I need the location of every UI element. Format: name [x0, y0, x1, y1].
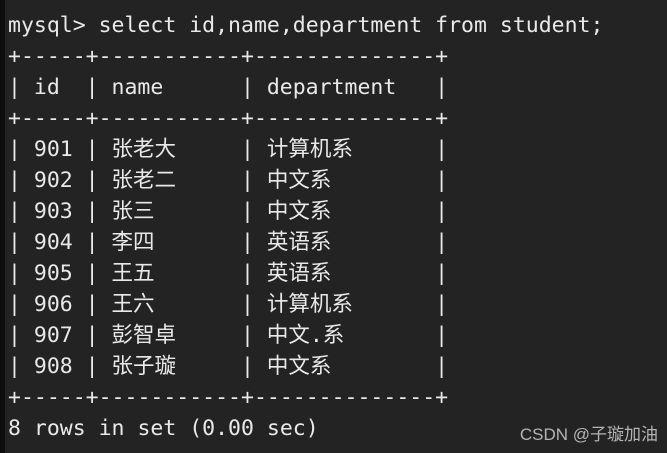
- cell-name: 李四: [111, 230, 155, 255]
- status-line: 8 rows in set (0.00 sec): [8, 416, 319, 441]
- table-border-header: +-----+-----------+--------------+: [8, 106, 449, 131]
- pipe-divider: |: [435, 75, 449, 100]
- pipe-divider: |: [85, 75, 99, 100]
- column-header-id: id: [33, 75, 60, 100]
- cell-id: 902: [33, 168, 73, 193]
- pipe-divider: |: [240, 75, 254, 100]
- cell-id: 907: [33, 323, 73, 348]
- pipe-divider: |: [8, 354, 21, 379]
- pipe-divider: |: [240, 199, 254, 224]
- terminal-window[interactable]: mysql> select id,name,department from st…: [5, 0, 667, 453]
- pipe-divider: |: [240, 261, 254, 286]
- pipe-divider: |: [85, 168, 99, 193]
- pipe-divider: |: [435, 261, 449, 286]
- table-row: | 908 | 张子璇 | 中文系 |: [8, 351, 667, 382]
- pipe-divider: |: [85, 354, 99, 379]
- pipe-divider: |: [240, 168, 254, 193]
- cell-department: 中文系: [266, 168, 332, 193]
- cell-id: 901: [33, 137, 73, 162]
- cell-department: 中文系: [266, 354, 332, 379]
- pipe-divider: |: [8, 168, 21, 193]
- column-header-name: name: [111, 75, 164, 100]
- cell-id: 904: [33, 230, 73, 255]
- pipe-divider: |: [435, 199, 449, 224]
- cell-name: 张老大: [111, 137, 177, 162]
- cell-id: 905: [33, 261, 73, 286]
- cell-id: 908: [33, 354, 73, 379]
- cell-id: 906: [33, 292, 73, 317]
- table-body: |901|张老大|计算机系||902|张老二|中文系||903|张三|中文系||…: [8, 134, 667, 382]
- pipe-divider: |: [435, 292, 449, 317]
- cell-name: 张三: [111, 199, 155, 224]
- pipe-divider: |: [85, 261, 99, 286]
- watermark: CSDN @子璇加油: [519, 425, 658, 444]
- pipe-divider: |: [435, 168, 449, 193]
- cell-department: 计算机系: [266, 292, 353, 317]
- pipe-divider: |: [85, 230, 99, 255]
- table-border-bottom: +-----+-----------+--------------+: [8, 385, 449, 410]
- table-header-row: | id | name | department |: [8, 72, 667, 103]
- cell-name: 王五: [111, 261, 155, 286]
- pipe-divider: |: [240, 230, 254, 255]
- column-header-department: department: [266, 75, 397, 100]
- pipe-divider: |: [8, 75, 21, 100]
- table-row: | 903 | 张三 | 中文系 |: [8, 196, 667, 227]
- command-line[interactable]: mysql> select id,name,department from st…: [8, 13, 604, 38]
- table-row: | 901 | 张老大 | 计算机系 |: [8, 134, 667, 165]
- table-row: | 902 | 张老二 | 中文系 |: [8, 165, 667, 196]
- pipe-divider: |: [240, 292, 254, 317]
- pipe-divider: |: [435, 354, 449, 379]
- pipe-divider: |: [85, 323, 99, 348]
- pipe-divider: |: [240, 137, 254, 162]
- pipe-divider: |: [85, 292, 99, 317]
- pipe-divider: |: [8, 230, 21, 255]
- table-row: | 904 | 李四 | 英语系 |: [8, 227, 667, 258]
- pipe-divider: |: [8, 137, 21, 162]
- pipe-divider: |: [435, 323, 449, 348]
- cell-name: 彭智卓: [111, 323, 177, 348]
- pipe-divider: |: [435, 137, 449, 162]
- table-row: | 907 | 彭智卓 | 中文.系 |: [8, 320, 667, 351]
- pipe-divider: |: [8, 292, 21, 317]
- cell-department: 英语系: [266, 230, 332, 255]
- cell-department: 英语系: [266, 261, 332, 286]
- pipe-divider: |: [8, 323, 21, 348]
- pipe-divider: |: [240, 323, 254, 348]
- table-row: | 905 | 王五 | 英语系 |: [8, 258, 667, 289]
- cell-name: 张老二: [111, 168, 177, 193]
- cell-department: 中文系: [266, 199, 332, 224]
- table-border-top: +-----+-----------+--------------+: [8, 44, 449, 69]
- pipe-divider: |: [85, 137, 99, 162]
- cell-name: 张子璇: [111, 354, 177, 379]
- pipe-divider: |: [8, 261, 21, 286]
- pipe-divider: |: [435, 230, 449, 255]
- pipe-divider: |: [8, 199, 21, 224]
- cell-name: 王六: [111, 292, 155, 317]
- pipe-divider: |: [85, 199, 99, 224]
- cell-department: 计算机系: [266, 137, 353, 162]
- cell-department: 中文.系: [266, 323, 345, 348]
- pipe-divider: |: [240, 354, 254, 379]
- table-row: | 906 | 王六 | 计算机系 |: [8, 289, 667, 320]
- cell-id: 903: [33, 199, 73, 224]
